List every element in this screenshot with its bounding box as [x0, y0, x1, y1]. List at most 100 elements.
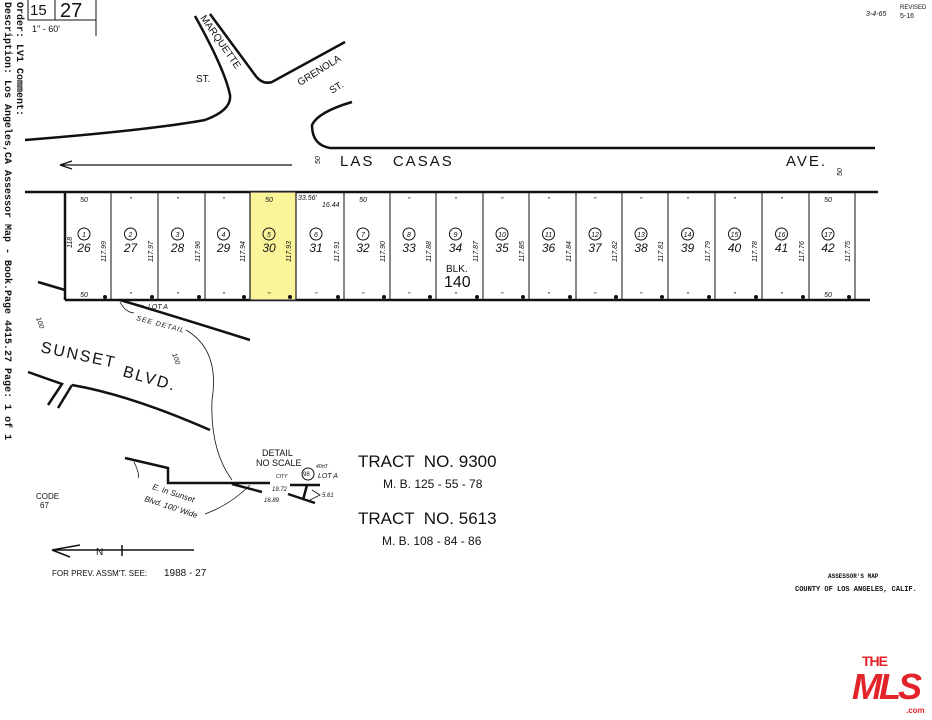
- parcel-circle: [775, 227, 788, 241]
- revision-label: REVISED: [900, 5, 927, 11]
- block-label: BLK.: [446, 264, 468, 275]
- lot-corner-dot: [707, 295, 711, 299]
- lot-rear: ": [315, 292, 318, 299]
- lot-rear: ": [222, 292, 225, 299]
- lot-number: 37: [588, 241, 603, 255]
- no-scale-label: NO SCALE: [256, 458, 302, 468]
- parcel-number: 11: [545, 232, 552, 239]
- parcel-circle: [356, 227, 370, 241]
- lot-frontage: ": [547, 197, 550, 204]
- parcel-number: 3: [176, 232, 180, 239]
- lot-frontage: ": [733, 197, 736, 204]
- lot-number: 29: [216, 241, 231, 255]
- lot-frontage: ": [640, 197, 643, 204]
- lot-corner-dot: [614, 295, 618, 299]
- lot-corner-dot: [847, 295, 851, 299]
- mls-logo: THE MLS .com: [852, 654, 928, 716]
- revision-date: 3-4-65: [866, 11, 886, 18]
- street-label-marquette-st: ST.: [196, 74, 210, 85]
- lot-rear: ": [454, 292, 457, 299]
- lot-frontage: ": [686, 197, 689, 204]
- street-width-left: 50: [315, 156, 322, 164]
- lot-number: 38: [634, 241, 648, 255]
- parcel-circle: [262, 227, 276, 241]
- lot-frontage: ": [129, 197, 132, 204]
- lot-corner-dot: [428, 295, 432, 299]
- parcel-circle: [588, 227, 602, 241]
- parcel-circle: [495, 227, 509, 241]
- lot-number: 40: [728, 241, 742, 255]
- svg-text:N: N: [96, 547, 103, 558]
- lot-rear: 50: [80, 292, 88, 299]
- parcel-number: 8: [407, 232, 411, 239]
- parcel-circle: [821, 227, 835, 241]
- lot-rear: ": [176, 292, 179, 299]
- parcel-circle: [171, 227, 184, 241]
- parcel-circle: [449, 227, 462, 241]
- footer-county: COUNTY OF LOS ANGELES, CALIF.: [795, 586, 917, 594]
- footer-assessors-map: ASSESSOR'S MAP: [828, 573, 879, 580]
- lot-corner-dot: [197, 295, 201, 299]
- revision-number: 5-16: [900, 13, 914, 20]
- lot-number: 27: [123, 241, 139, 255]
- sunset-width-1: 100: [34, 316, 45, 329]
- lot-corner-dot: [754, 295, 758, 299]
- detail-label: DETAIL: [262, 448, 293, 458]
- lot-depth: 117.94: [240, 241, 247, 262]
- tract-9300-mb: M. B. 125 - 55 - 78: [383, 477, 483, 491]
- lot-rear: ": [733, 292, 736, 299]
- lot-depth: 117.99: [101, 241, 108, 262]
- lot-depth: 117.82: [612, 241, 619, 262]
- parcel-circle: [542, 227, 555, 241]
- direction-arrow: [59, 160, 292, 170]
- parcel-number: 16: [778, 232, 786, 239]
- lot-number: 31: [309, 241, 322, 255]
- lot-number: 30: [262, 241, 276, 255]
- lot-corner-dot: [336, 295, 340, 299]
- parcel-circle: [681, 227, 694, 241]
- lot-rear: ": [594, 292, 597, 299]
- lot-frontage: ": [594, 197, 597, 204]
- lot-rear: 50: [824, 292, 832, 299]
- lot-a-label: LOT A: [148, 304, 168, 311]
- detail-lot-a: LOT A: [318, 473, 338, 480]
- lot-frontage: ": [222, 197, 225, 204]
- lot-frontage: 50: [80, 197, 88, 204]
- lot-number: 34: [449, 241, 463, 255]
- book-page-box: 15 27 1" - 60': [27, 0, 97, 36]
- detail-dim-40: 40±0': [316, 464, 329, 470]
- lot-number: 41: [775, 241, 788, 255]
- lot-corner-dot: [521, 295, 525, 299]
- mls-logo-mls: MLS: [852, 666, 922, 707]
- parcel-number: 17: [824, 232, 833, 239]
- parcel-number: 2: [128, 232, 133, 239]
- lot-number: 42: [821, 241, 835, 255]
- lot-frontage: ": [408, 197, 411, 204]
- lot-depth: 117.87: [473, 240, 480, 262]
- parcel-circle: [217, 227, 230, 241]
- detail-dim-5-61: 5.61: [322, 493, 334, 499]
- lot-rear: ": [268, 292, 271, 299]
- lot-corner-dot: [103, 295, 107, 299]
- street-label-grenola-st: ST.: [328, 80, 346, 97]
- lot-depth: 117.90: [380, 241, 387, 262]
- lot-frontage: ": [780, 197, 783, 204]
- parcel-number: 7: [361, 232, 366, 239]
- lot-corner-dot: [382, 295, 386, 299]
- lot-number: 39: [681, 241, 695, 255]
- parcel-circle: [634, 227, 648, 241]
- lot-frontage: 50: [265, 197, 273, 204]
- street-label-marquette: MARQUETTE: [198, 13, 243, 71]
- parcel-circle: [124, 227, 137, 241]
- book-number: 15: [30, 2, 47, 19]
- detail-city-label: CITY: [276, 474, 288, 480]
- lot6-note-b: 16.44: [322, 202, 340, 209]
- detail-dim-19-72: 19.72: [272, 487, 288, 493]
- street-label-ave: AVE.: [786, 153, 827, 170]
- lot1-left-depth: 118: [67, 237, 74, 248]
- lot-depth: 117.93: [286, 241, 293, 262]
- lot-number: 32: [356, 241, 370, 255]
- street-width-right: 50: [837, 168, 844, 176]
